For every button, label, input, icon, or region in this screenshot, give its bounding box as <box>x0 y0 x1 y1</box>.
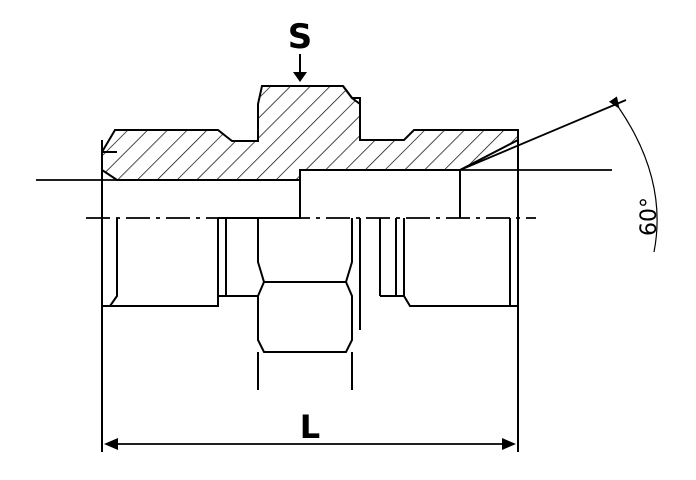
angle-label: 60° <box>637 197 662 236</box>
width-across-flats-label: S <box>288 17 313 57</box>
l-arrow-right-icon <box>502 438 516 450</box>
angle-arc <box>608 96 658 253</box>
width-across-flats-dimension: S <box>288 17 313 82</box>
s-arrow-icon <box>293 72 307 82</box>
cone-angle-dimension: 60° <box>459 96 662 253</box>
center-lines <box>36 169 612 219</box>
length-dimension: L <box>104 408 516 450</box>
length-label: L <box>300 408 320 446</box>
section-hatch <box>101 85 519 181</box>
l-arrow-left-icon <box>104 438 118 450</box>
